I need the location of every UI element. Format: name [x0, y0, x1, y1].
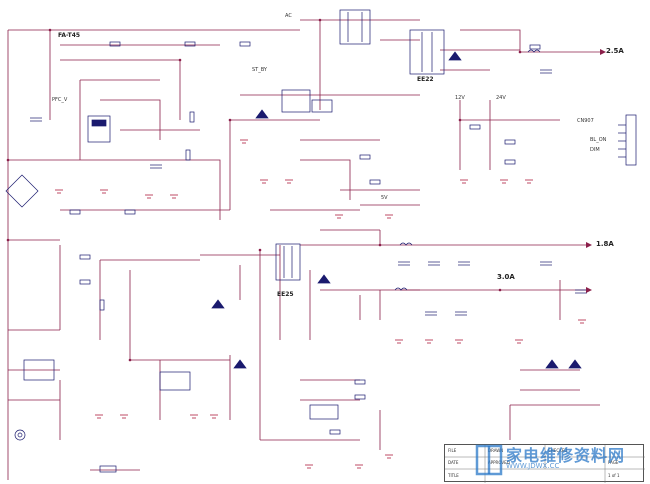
watermark: 家电维修资料网 WWW.JDWX.CC: [474, 440, 650, 480]
rail-label-top-right: 2.5A: [606, 47, 624, 55]
rail-arrows: [586, 49, 606, 293]
title-block-drawn: DRAWN: [488, 448, 504, 453]
watermark-logo-icon: [475, 444, 503, 476]
net-label-dim: DIM: [590, 147, 600, 153]
title-block-approved: APPROVED: [488, 460, 510, 465]
connector-label: CN907: [577, 118, 594, 124]
net-label-st-by: ST_BY: [252, 67, 267, 73]
net-label-12v: 12V: [455, 95, 465, 101]
title-block-grid: [445, 445, 645, 483]
component-symbols: [5, 9, 637, 473]
transformer-label-mid: EE25: [277, 291, 294, 298]
net-label-ac: AC: [285, 13, 292, 19]
watermark-text: 家电维修资料网: [506, 446, 626, 465]
title-block-title: TITLE: [448, 473, 459, 478]
title-block-page: PAGE: [608, 460, 619, 465]
net-label-bl-on: BL_ON: [590, 137, 607, 143]
title-block-date: DATE: [448, 460, 459, 465]
net-label-24v: 24V: [496, 95, 506, 101]
rail-label-mid-center: 3.0A: [497, 273, 515, 281]
transformer-label-top: EE22: [417, 76, 434, 83]
ground-symbols: [55, 139, 586, 469]
net-label-5v: 5V: [381, 195, 388, 201]
junction-dots: [6, 18, 522, 362]
watermark-url: WWW.JDWX.CC: [506, 462, 560, 470]
wire-network: [7, 19, 600, 480]
net-label-pfc-v: PFC_V: [52, 97, 68, 103]
title-block-file: FILE: [448, 448, 457, 453]
ic-label-left: FA-T45: [58, 32, 81, 39]
title-block-page-count: 1 of 1: [608, 473, 620, 478]
rail-label-mid-right: 1.8A: [596, 240, 614, 248]
title-block-checked: CHECKED: [548, 448, 568, 453]
